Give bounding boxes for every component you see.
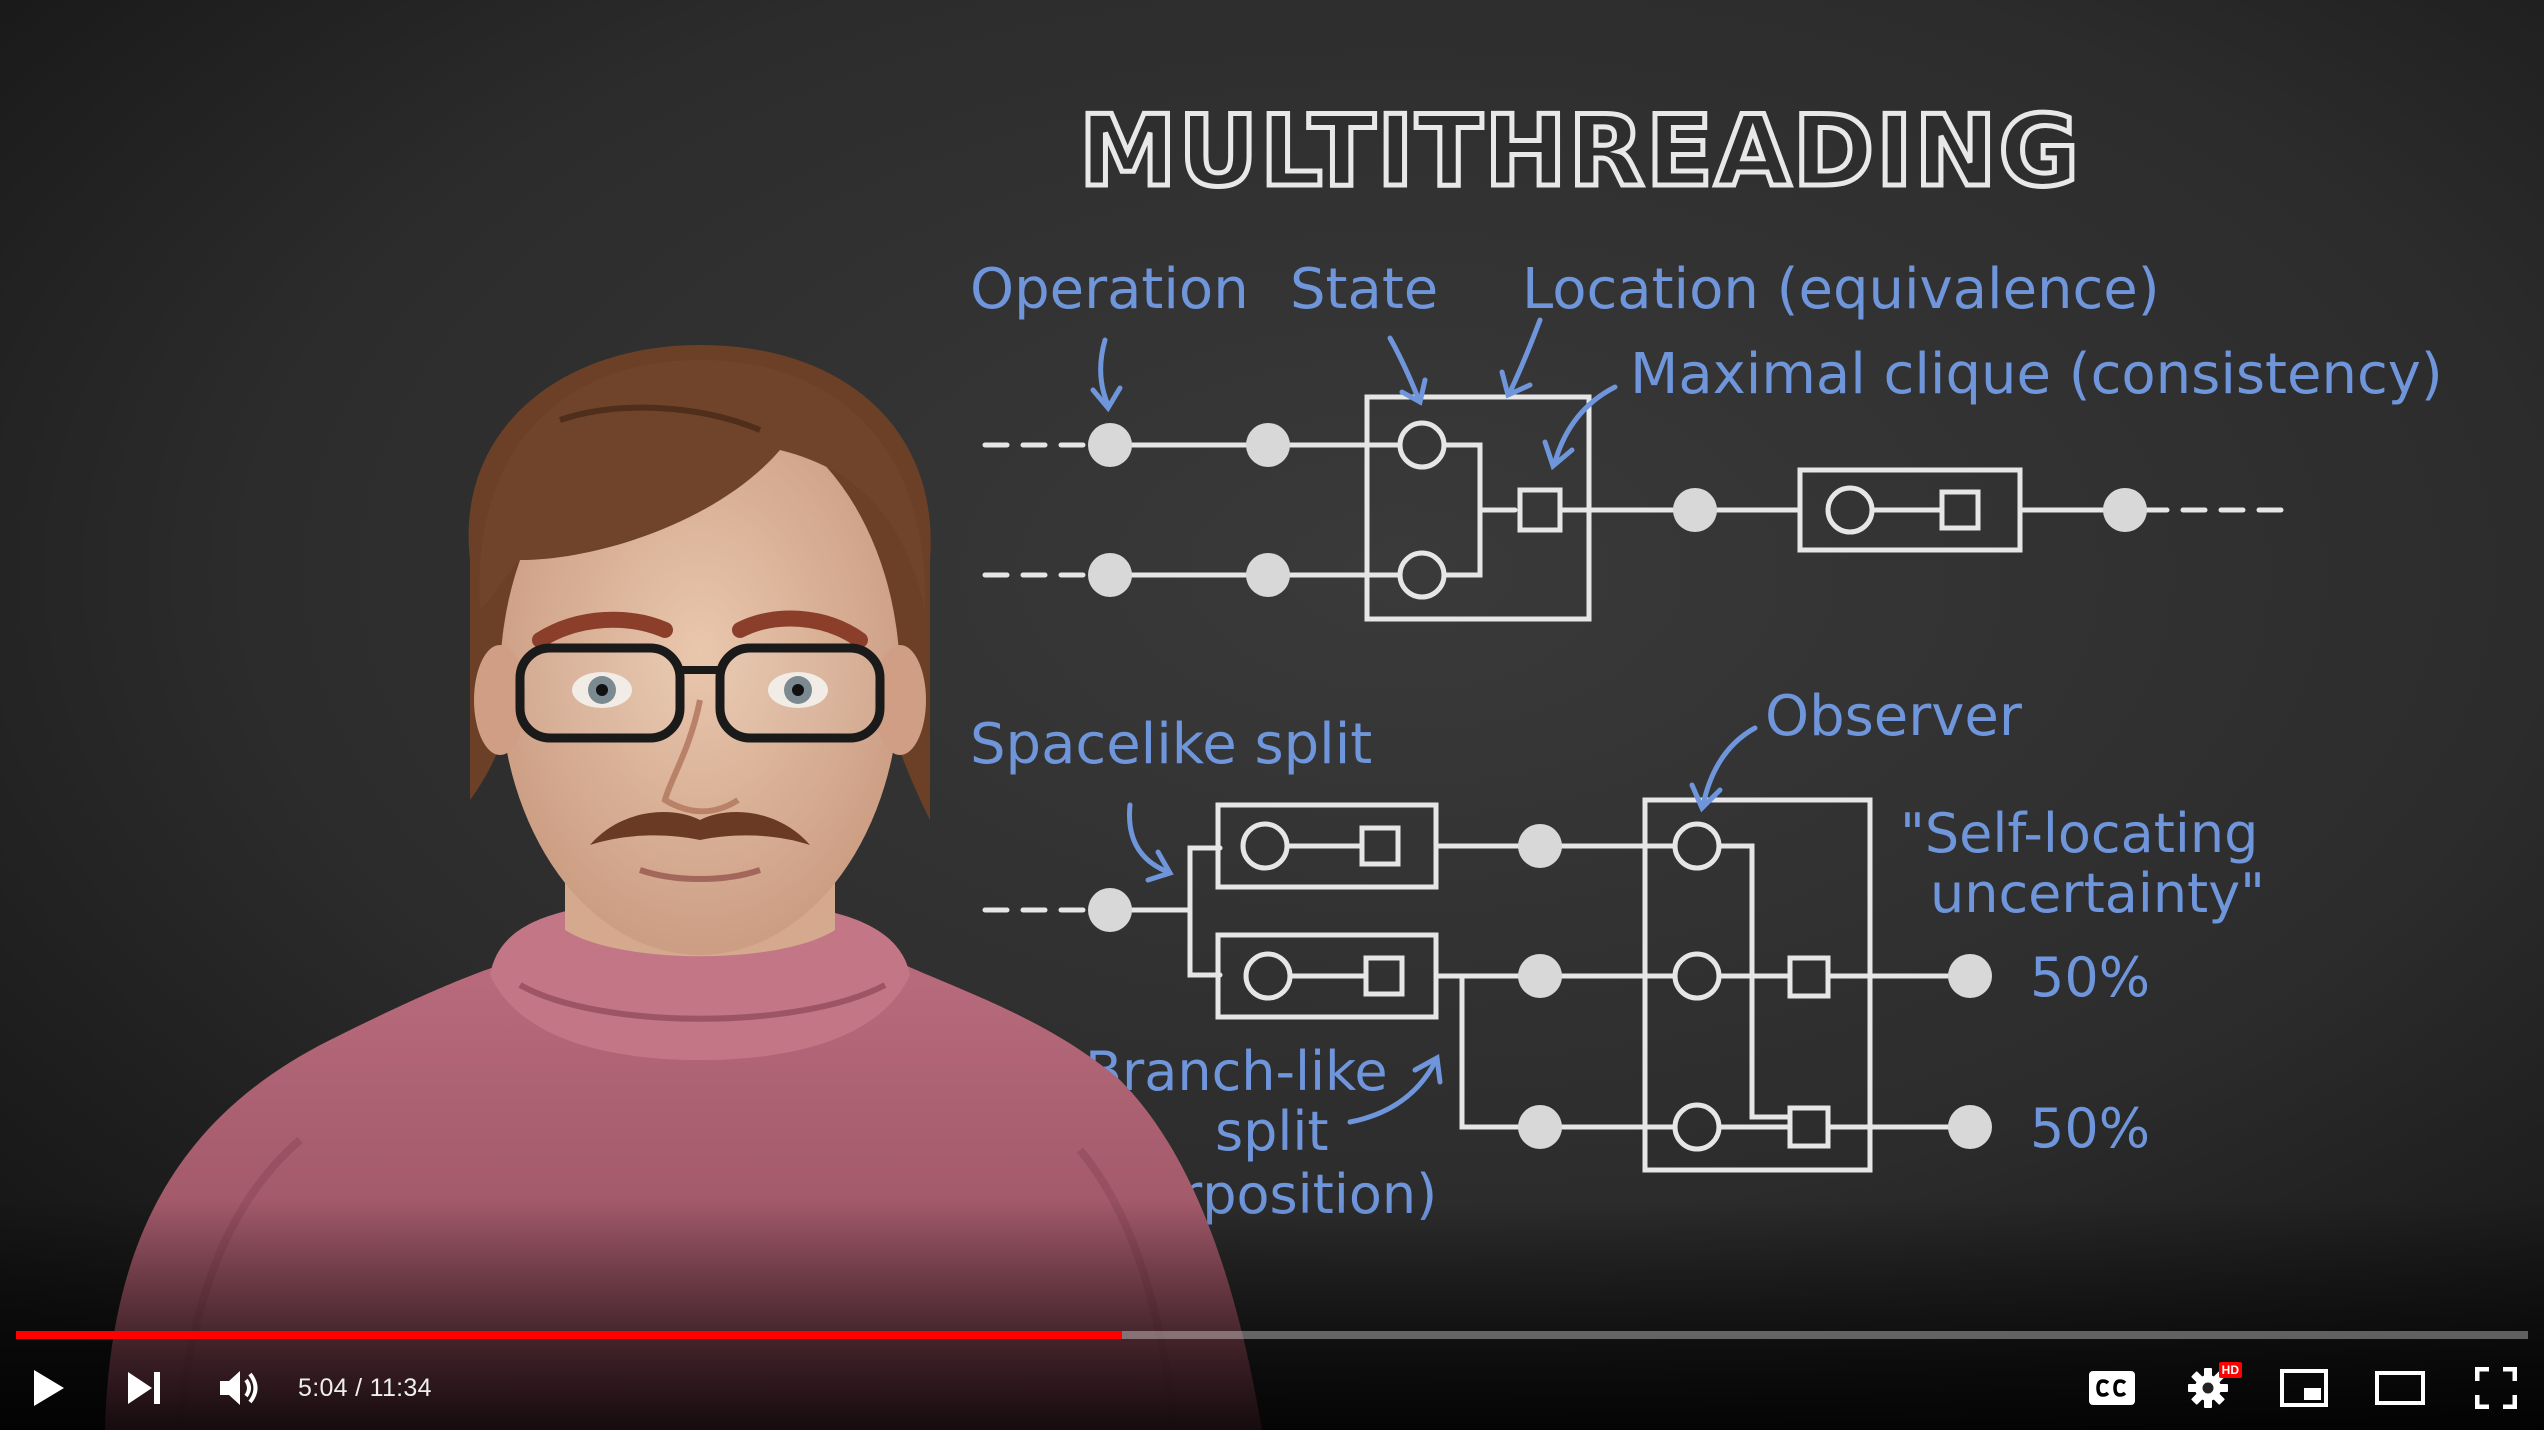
fullscreen-icon: [2475, 1367, 2517, 1409]
controls-left: 5:04 / 11:34: [0, 1352, 432, 1424]
settings-icon: [2188, 1368, 2228, 1408]
play-button[interactable]: [0, 1352, 96, 1424]
board-title: MULTITHREADING: [1079, 95, 2081, 209]
label-branch-1: Branch-like: [1085, 1040, 1388, 1103]
theater-icon: [2375, 1371, 2425, 1405]
bottom-diagram: [982, 797, 1973, 1173]
controls-right: HD: [2064, 1352, 2544, 1424]
label-branch-3: rposition): [1180, 1163, 1437, 1226]
next-icon: [128, 1372, 160, 1404]
bottom-diagram-nodes: [1088, 824, 1992, 1149]
label-branch-2: split: [1215, 1100, 1329, 1163]
progress-played: [16, 1331, 1122, 1339]
label-maximal-clique: Maximal clique (consistency): [1630, 342, 2443, 407]
label-self-locating-2: uncertainty": [1930, 862, 2265, 925]
label-state: State: [1290, 257, 1438, 322]
theater-mode-button[interactable]: [2352, 1352, 2448, 1424]
play-icon: [34, 1370, 64, 1406]
mustache: [590, 812, 810, 845]
top-diagram-nodes: [1088, 423, 2147, 597]
label-spacelike-split: Spacelike split: [970, 712, 1372, 777]
subtitles-button[interactable]: [2064, 1352, 2160, 1424]
label-percent-bottom: 50%: [2030, 1097, 2150, 1160]
next-button[interactable]: [96, 1352, 192, 1424]
hd-badge: HD: [2218, 1362, 2242, 1378]
miniplayer-button[interactable]: [2256, 1352, 2352, 1424]
cc-icon: [2089, 1371, 2135, 1405]
player-controls: 5:04 / 11:34: [0, 1352, 2544, 1424]
time-current: 5:04: [298, 1373, 348, 1402]
progress-bar[interactable]: [16, 1331, 2528, 1339]
label-self-locating-1: "Self-locating: [1900, 802, 2258, 865]
top-arrows: [1090, 317, 1618, 471]
label-percent-top: 50%: [2030, 946, 2150, 1009]
fullscreen-button[interactable]: [2448, 1352, 2544, 1424]
label-operation: Operation: [970, 257, 1249, 322]
time-total: 11:34: [369, 1373, 432, 1402]
time-separator: /: [347, 1373, 370, 1402]
miniplayer-icon: [2280, 1369, 2328, 1407]
volume-icon: [220, 1371, 258, 1405]
label-location: Location (equivalence): [1522, 257, 2160, 322]
volume-button[interactable]: [192, 1352, 288, 1424]
bottom-arrows: [1126, 725, 1758, 1125]
time-display: 5:04 / 11:34: [298, 1374, 432, 1403]
label-observer: Observer: [1765, 684, 2023, 749]
settings-button[interactable]: HD: [2160, 1352, 2256, 1424]
